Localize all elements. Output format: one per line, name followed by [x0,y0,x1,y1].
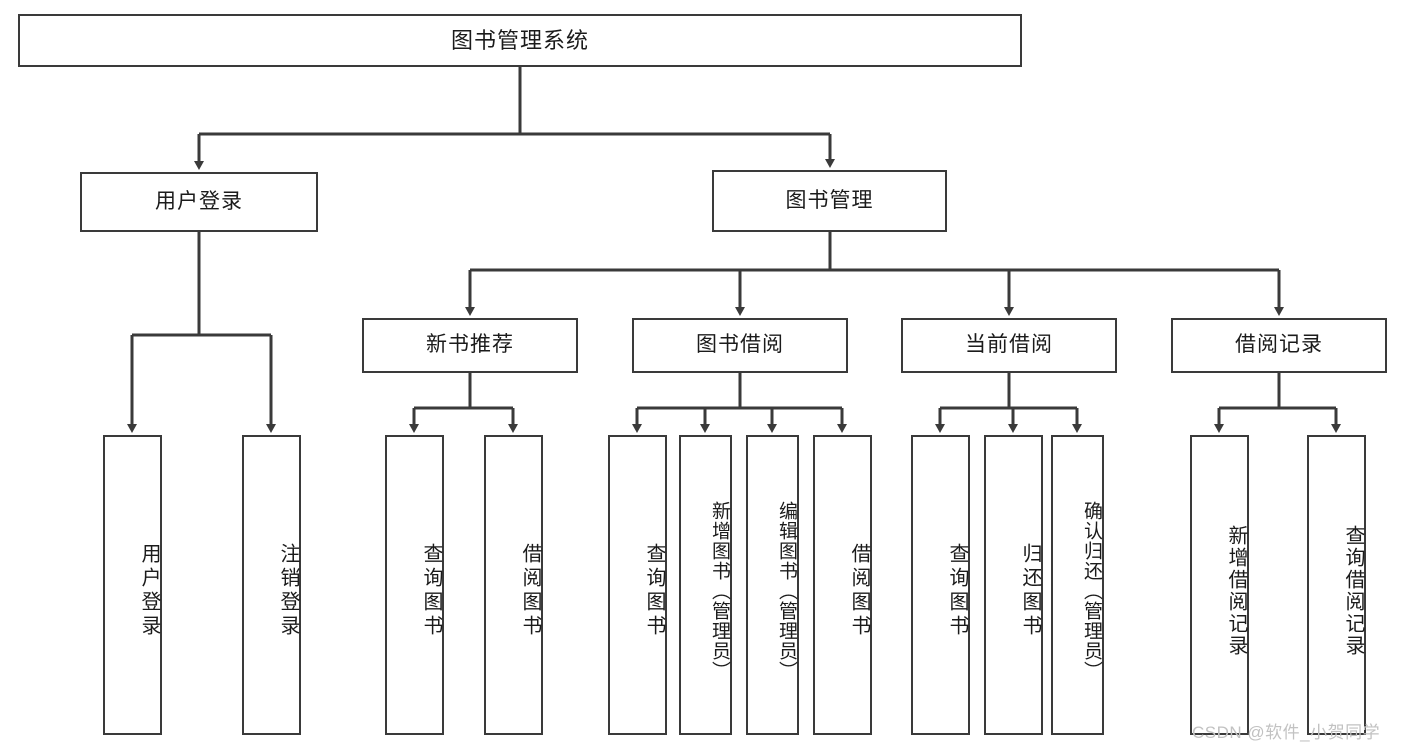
node-leaf-borrow-book-2[interactable]: 借阅图书 [813,435,872,735]
node-leaf-add-book[interactable]: 新增图书（管理员） [679,435,732,735]
node-user-login-label: 用户登录 [155,189,243,213]
node-leaf-edit-book-label: 编辑图书（管理员） [776,501,797,681]
node-borrow-record-label: 借阅记录 [1235,333,1323,357]
node-leaf-edit-book[interactable]: 编辑图书（管理员） [746,435,799,735]
node-leaf-query-book-2-label: 查询图书 [643,543,665,639]
node-leaf-user-login-label: 用户登录 [138,543,160,639]
node-current-borrow[interactable]: 当前借阅 [901,318,1117,373]
node-user-login[interactable]: 用户登录 [80,172,318,232]
node-current-borrow-label: 当前借阅 [965,333,1053,357]
node-book-borrow-label: 图书借阅 [696,333,784,357]
node-leaf-query-record-label: 查询借阅记录 [1342,525,1364,657]
node-leaf-query-record[interactable]: 查询借阅记录 [1307,435,1366,735]
node-root[interactable]: 图书管理系统 [18,14,1022,67]
node-leaf-query-book-3[interactable]: 查询图书 [911,435,970,735]
node-leaf-return-book[interactable]: 归还图书 [984,435,1043,735]
node-book-management-label: 图书管理 [785,188,874,212]
node-leaf-logout[interactable]: 注销登录 [242,435,301,735]
node-leaf-add-record-label: 新增借阅记录 [1225,525,1247,657]
node-leaf-logout-label: 注销登录 [277,543,299,639]
node-leaf-borrow-book-1[interactable]: 借阅图书 [484,435,543,735]
node-book-management[interactable]: 图书管理 [712,170,947,232]
node-leaf-confirm-return[interactable]: 确认归还（管理员） [1051,435,1104,735]
node-leaf-query-book-1[interactable]: 查询图书 [385,435,444,735]
node-borrow-record[interactable]: 借阅记录 [1171,318,1387,373]
node-leaf-borrow-book-2-label: 借阅图书 [848,543,870,639]
node-new-book-recommend-label: 新书推荐 [426,333,514,357]
node-root-label: 图书管理系统 [450,27,589,53]
node-leaf-borrow-book-1-label: 借阅图书 [519,543,541,639]
csdn-watermark: CSDN @软件_小贺同学 [1192,723,1381,742]
node-leaf-query-book-1-label: 查询图书 [420,543,442,639]
node-leaf-confirm-return-label: 确认归还（管理员） [1081,501,1102,681]
node-leaf-user-login[interactable]: 用户登录 [103,435,162,735]
node-leaf-query-book-2[interactable]: 查询图书 [608,435,667,735]
node-new-book-recommend[interactable]: 新书推荐 [362,318,578,373]
node-leaf-add-book-label: 新增图书（管理员） [709,501,730,681]
node-leaf-add-record[interactable]: 新增借阅记录 [1190,435,1249,735]
node-book-borrow[interactable]: 图书借阅 [632,318,848,373]
node-leaf-query-book-3-label: 查询图书 [946,543,968,639]
node-leaf-return-book-label: 归还图书 [1019,543,1041,639]
